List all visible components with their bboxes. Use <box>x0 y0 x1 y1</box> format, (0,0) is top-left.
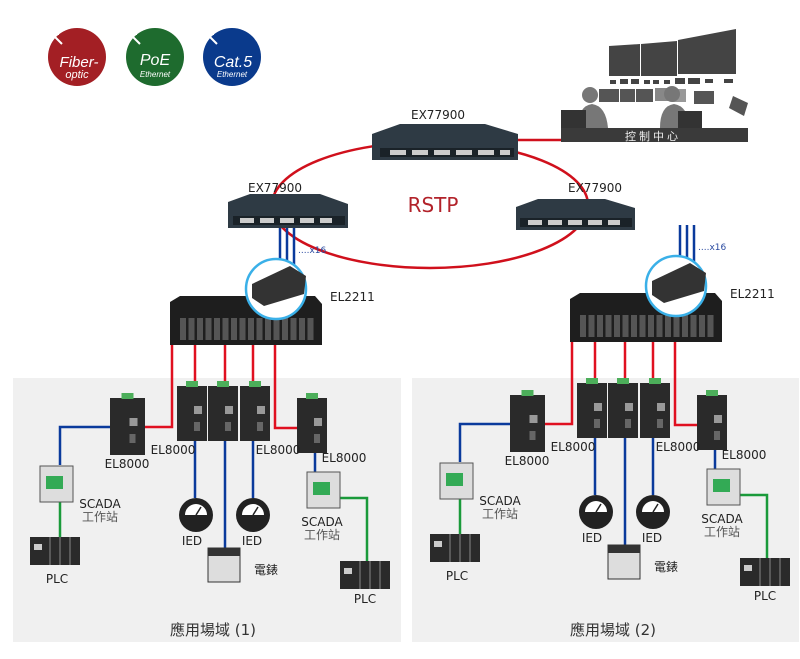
ied-gauge-icon <box>579 495 613 529</box>
scada-label: SCADA <box>479 494 521 508</box>
el8000-device <box>208 381 238 441</box>
el8000-device <box>510 390 545 452</box>
el8000-label: EL8000 <box>505 454 550 468</box>
ied-label: IED <box>182 534 202 548</box>
el2211-converter <box>644 254 708 318</box>
el8000-label: EL8000 <box>322 451 367 465</box>
ied-gauge-icon <box>236 498 270 532</box>
el8000-device <box>110 393 145 455</box>
plc-icon <box>340 561 390 589</box>
link-multiplier: ....x16 <box>698 243 726 253</box>
power-meter-icon <box>207 547 241 583</box>
svg-text:Cat.5: Cat.5 <box>214 54 252 71</box>
plc-label: PLC <box>446 569 468 583</box>
svg-text:Ethernet: Ethernet <box>217 70 248 79</box>
plc-label: PLC <box>754 589 776 603</box>
scada-workstation-icon <box>39 465 74 503</box>
scada-sublabel: 工作站 <box>482 507 518 521</box>
power-meter-icon <box>607 544 641 580</box>
scada-sublabel: 工作站 <box>704 525 740 539</box>
arrow-icon <box>129 33 141 45</box>
control-center: 控制中心 <box>561 29 748 143</box>
control-center-label: 控制中心 <box>625 129 681 143</box>
plc-icon <box>740 558 790 586</box>
scada-workstation-icon <box>306 471 341 509</box>
plc-label: PLC <box>46 572 68 586</box>
el8000-device <box>240 381 270 441</box>
svg-text:optic: optic <box>65 69 89 81</box>
el2211-label: EL2211 <box>730 287 775 301</box>
svg-text:PoE: PoE <box>140 52 171 69</box>
el8000-device <box>577 378 607 438</box>
zone-title: 應用場域 (2) <box>570 621 656 639</box>
el8000-device <box>177 381 207 441</box>
rstp-label: RSTP <box>408 193 459 217</box>
arrow-icon <box>51 33 63 45</box>
left-switch-label: EX77900 <box>248 181 302 195</box>
arrow-icon <box>206 33 218 45</box>
left-switch: EX77900 <box>228 181 348 228</box>
el8000-label: EL8000 <box>722 448 767 462</box>
scada-sublabel: 工作站 <box>304 528 340 542</box>
el8000-label: EL8000 <box>151 443 196 457</box>
scada-sublabel: 工作站 <box>82 510 118 524</box>
meter-label: 電錶 <box>654 559 678 574</box>
el2211-converter <box>244 257 308 321</box>
meter-label: 電錶 <box>254 562 278 577</box>
zone-title: 應用場域 (1) <box>170 621 256 639</box>
el8000-device <box>608 378 638 438</box>
el8000-label: EL8000 <box>656 440 701 454</box>
scada-workstation-icon <box>439 462 474 500</box>
scada-label: SCADA <box>301 515 343 529</box>
svg-text:Fiber-: Fiber- <box>60 54 99 71</box>
top-switch-label: EX77900 <box>411 108 465 122</box>
right-switch-label: EX77900 <box>568 181 622 195</box>
field-zone-1: ....x16 EL2211 EL8000 EL8000 EL8000 EL80… <box>30 228 390 639</box>
right-switch: EX77900 <box>516 181 635 230</box>
el8000-device <box>640 378 670 438</box>
el8000-label: EL8000 <box>551 440 596 454</box>
legend-fiber-optic: Fiber- optic <box>48 28 106 86</box>
ied-label: IED <box>642 531 662 545</box>
plc-label: PLC <box>354 592 376 606</box>
ied-gauge-icon <box>636 495 670 529</box>
ied-label: IED <box>242 534 262 548</box>
ied-gauge-icon <box>179 498 213 532</box>
scada-label: SCADA <box>701 512 743 526</box>
top-switch: EX77900 <box>372 108 518 160</box>
el2211-label: EL2211 <box>330 290 375 304</box>
plc-icon <box>430 534 480 562</box>
ied-label: IED <box>582 531 602 545</box>
el8000-device <box>697 390 727 450</box>
field-zone-2: ....x16 EL2211 EL8000 EL8000 EL8000 EL80… <box>430 225 790 639</box>
el8000-label: EL8000 <box>256 443 301 457</box>
svg-text:Ethernet: Ethernet <box>140 70 171 79</box>
legend-cat5-ethernet: Cat.5 Ethernet <box>203 28 261 86</box>
scada-workstation-icon <box>706 468 741 506</box>
el8000-device <box>297 393 327 453</box>
plc-icon <box>30 537 80 565</box>
legend-poe-ethernet: PoE Ethernet <box>126 28 184 86</box>
scada-label: SCADA <box>79 497 121 511</box>
el8000-label: EL8000 <box>105 457 150 471</box>
link-multiplier: ....x16 <box>298 246 326 256</box>
